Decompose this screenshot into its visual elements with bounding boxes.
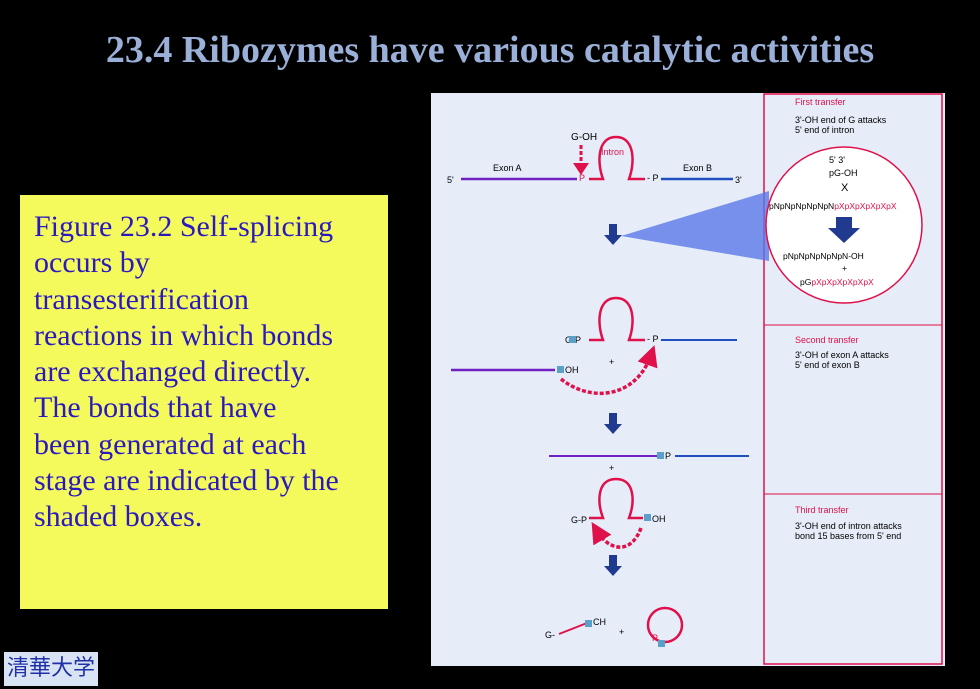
circle-seq-bottom: pNpNpNpNpNpN-OH [783, 251, 864, 261]
seq-top-red: pXpXpXpXpXpX [834, 201, 897, 211]
intron-label: Intron [601, 147, 624, 157]
dash-p-label-1: - P [647, 173, 659, 183]
shaded-box-3 [657, 452, 664, 459]
linear-intron-fragment [558, 622, 588, 635]
plus-4: + [619, 627, 624, 637]
step-arrow-1 [604, 224, 622, 245]
p-label-4: P [652, 633, 658, 643]
third-transfer-title: Third transfer [795, 505, 849, 515]
circle-seq-pg: pGpXpXpXpXpXpX [800, 277, 874, 287]
circle-cross-label: X [841, 182, 849, 194]
first-transfer-line1: 3'-OH end of G attacks [795, 115, 887, 125]
attack-arrow-2 [559, 345, 658, 395]
figure-caption-box: Figure 23.2 Self-splicing occurs by tran… [20, 195, 388, 609]
step-arrow-3 [604, 555, 622, 576]
circle-down-arrow [828, 217, 860, 243]
intron-loop-3 [589, 477, 643, 520]
oh-label-2: OH [565, 365, 579, 375]
seq-top-black: pNpNpNpNpNpN [769, 201, 834, 211]
circle-5-3-label: 5' 3' [829, 155, 845, 165]
circle-plus: + [842, 263, 847, 273]
shaded-box-4a [585, 620, 592, 627]
circle-pgoh-label: pG-OH [829, 168, 858, 178]
intron-loop-1 [589, 135, 645, 181]
exon-b-label: Exon B [683, 163, 712, 173]
g-p-label-3: G-P [571, 515, 587, 525]
second-transfer-line2: 5' end of exon B [795, 360, 860, 370]
shaded-box-3b [644, 514, 651, 521]
seq-pg-red: pXpXpXpXpXpX [811, 277, 874, 287]
slide-title: 23.4 Ribozymes have various catalytic ac… [105, 29, 875, 71]
g-attack-arrowhead [573, 163, 589, 175]
shaded-box-4b [658, 640, 665, 647]
exon-a-label: Exon A [493, 163, 522, 173]
attack-arrow-3 [591, 522, 643, 549]
plus-2: + [609, 357, 614, 367]
step-arrow-2 [604, 413, 622, 434]
third-transfer-line2: bond 15 bases from 5' end [795, 531, 901, 541]
tsinghua-logo: 清華大学 [4, 652, 98, 686]
third-transfer-line1: 3'-OH end of intron attacks [795, 521, 902, 531]
p-label-1: P [579, 173, 585, 183]
intron-loop-2 [589, 296, 645, 342]
first-transfer-line2: 5' end of intron [795, 125, 854, 135]
second-transfer-line1: 3'-OH of exon A attacks [795, 350, 889, 360]
plus-3: + [609, 463, 614, 473]
zoom-cone [621, 191, 769, 261]
five-prime-label: 5' [447, 175, 454, 185]
first-transfer-title: First transfer [795, 97, 846, 107]
three-prime-label: 3' [735, 175, 742, 185]
g-oh-label: G-OH [571, 132, 597, 143]
ch-label: CH [593, 617, 606, 627]
p-label-3: P [665, 451, 671, 461]
dash-p-label-2: - P [647, 334, 659, 344]
diagram-svg: First transfer 3'-OH end of G attacks 5'… [447, 93, 943, 665]
second-transfer-title: Second transfer [795, 335, 859, 345]
shaded-box-2a [569, 336, 576, 343]
seq-pg-black: pG [800, 277, 811, 287]
self-splicing-diagram: First transfer 3'-OH end of G attacks 5'… [431, 93, 945, 666]
g-dash-label: G- [545, 630, 555, 640]
oh-label-3: OH [652, 514, 666, 524]
circle-seq-top: pNpNpNpNpNpNpXpXpXpXpXpX [769, 201, 897, 211]
shaded-box-2b [557, 366, 564, 373]
figure-caption-text: Figure 23.2 Self-splicing occurs by tran… [34, 210, 339, 534]
